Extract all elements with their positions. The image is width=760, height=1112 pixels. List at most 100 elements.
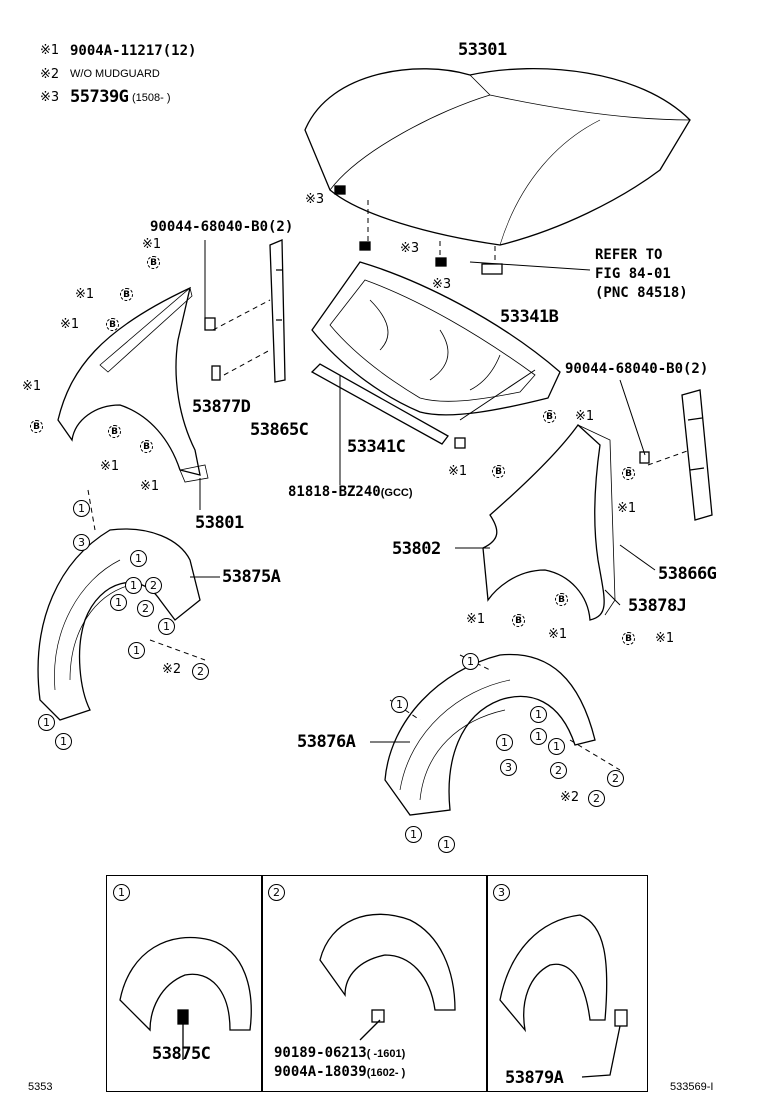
b-clip-icon: B: [543, 410, 556, 423]
mark-1: ※1: [100, 459, 120, 474]
label-53865C[interactable]: 53865C: [250, 420, 309, 440]
mark-1: ※1: [575, 409, 595, 424]
b-clip-icon: B: [30, 420, 43, 433]
b-clip-icon: B: [147, 256, 160, 269]
label-53301[interactable]: 53301: [458, 40, 507, 60]
b-clip-icon: B: [106, 318, 119, 331]
callout-1: 1: [530, 706, 547, 723]
mark-2: ※2: [162, 662, 182, 677]
detail-2-drawing: [319, 913, 456, 1011]
mark-3: ※3: [400, 241, 420, 256]
bracket-53866G-drawing: [681, 389, 713, 521]
right-liner-drawing: [384, 653, 596, 816]
label-53802[interactable]: 53802: [392, 539, 441, 559]
seal-part: 81818-BZ240: [288, 484, 381, 500]
callout-1: 1: [128, 642, 145, 659]
seal-drawing: [310, 363, 449, 445]
footer-right-code: 533569-I: [670, 1081, 714, 1093]
refer-line-1: REFER TO: [595, 247, 663, 263]
legend-text-3: 55739G: [70, 87, 129, 107]
callout-1: 1: [158, 618, 175, 635]
mark-1: ※1: [75, 287, 95, 302]
callout-3: 3: [73, 534, 90, 551]
label-53875C[interactable]: 53875C: [152, 1044, 211, 1064]
right-fender-drawing: [482, 424, 616, 621]
detail-3-drawing: [499, 914, 608, 1033]
mark-1: ※1: [617, 501, 637, 516]
callout-2: 2: [607, 770, 624, 787]
label-53879A[interactable]: 53879A: [505, 1068, 564, 1088]
mark-3: ※3: [432, 277, 452, 292]
mark-3: ※3: [305, 192, 325, 207]
label-90189-06213[interactable]: 90189-06213( -1601): [274, 1046, 405, 1060]
label-53801[interactable]: 53801: [195, 513, 244, 533]
detail-callout: 1: [113, 884, 130, 901]
mark-2: ※2: [560, 790, 580, 805]
seal-note: (GCC): [380, 487, 413, 499]
callout-1: 1: [405, 826, 422, 843]
part-number: 90189-06213: [274, 1045, 367, 1061]
label-53866G[interactable]: 53866G: [658, 564, 717, 584]
callout-1: 1: [55, 733, 72, 750]
callout-1: 1: [130, 550, 147, 567]
label-9004A-18039[interactable]: 9004A-18039(1602- ): [274, 1065, 405, 1079]
mark-1: ※1: [22, 379, 42, 394]
callout-3: 3: [500, 759, 517, 776]
left-fender-drawing: [57, 286, 209, 483]
callout-1: 1: [110, 594, 127, 611]
b-clip-icon: B: [120, 288, 133, 301]
callout-1: 1: [391, 696, 408, 713]
callout-2: 2: [550, 762, 567, 779]
refer-line-3[interactable]: (PNC 84518): [595, 285, 688, 301]
label-81818-BZ240[interactable]: 81818-BZ240(GCC): [288, 485, 413, 499]
mark-1: ※1: [142, 237, 162, 252]
b-clip-icon: B: [512, 614, 525, 627]
callout-1: 1: [548, 738, 565, 755]
callout-1: 1: [496, 734, 513, 751]
mark-1: ※1: [655, 631, 675, 646]
callout-1: 1: [125, 577, 142, 594]
b-clip-icon: B: [140, 440, 153, 453]
callout-2: 2: [192, 663, 209, 680]
b-clip-icon: B: [108, 425, 121, 438]
detail-callout: 2: [268, 884, 285, 901]
left-liner-drawing: [37, 528, 201, 721]
label-53877D[interactable]: 53877D: [192, 397, 251, 417]
legend-mark-1: ※1: [40, 43, 60, 58]
callout-2: 2: [145, 577, 162, 594]
label-bolt-left[interactable]: 90044-68040-B0(2): [150, 219, 294, 235]
label-53875A[interactable]: 53875A: [222, 567, 281, 587]
bracket-53865C-drawing: [269, 239, 286, 383]
callout-2: 2: [137, 600, 154, 617]
callout-1: 1: [438, 836, 455, 853]
mark-1: ※1: [140, 479, 160, 494]
label-53878J[interactable]: 53878J: [628, 596, 687, 616]
detail-box-2: 2 90189-06213( -1601) 9004A-18039(1602- …: [261, 875, 488, 1092]
callout-2: 2: [588, 790, 605, 807]
mark-1: ※1: [448, 464, 468, 479]
detail-callout: 3: [493, 884, 510, 901]
detail-1-drawing: [119, 936, 252, 1032]
hood-insulator-drawing: [311, 261, 561, 416]
legend-text-1: 9004A-11217(12): [70, 43, 197, 59]
callout-1: 1: [530, 728, 547, 745]
date-range: ( -1601): [366, 1048, 406, 1060]
label-53876A[interactable]: 53876A: [297, 732, 356, 752]
label-53341C[interactable]: 53341C: [347, 437, 406, 457]
bolt-left-drawing: [204, 317, 216, 331]
part-number: 9004A-18039: [274, 1064, 367, 1080]
b-clip-icon: B: [622, 467, 635, 480]
callout-1: 1: [73, 500, 90, 517]
legend-range-3: (1508- ): [132, 92, 171, 104]
footer-left-code: 5353: [28, 1081, 53, 1093]
label-53341B[interactable]: 53341B: [500, 307, 559, 327]
b-clip-icon: B: [492, 465, 505, 478]
mark-1: ※1: [466, 612, 486, 627]
date-range: (1602- ): [366, 1067, 406, 1079]
callout-1: 1: [462, 653, 479, 670]
label-bolt-right[interactable]: 90044-68040-B0(2): [565, 361, 709, 377]
b-clip-icon: B: [555, 593, 568, 606]
refer-line-2[interactable]: FIG 84-01: [595, 266, 671, 282]
